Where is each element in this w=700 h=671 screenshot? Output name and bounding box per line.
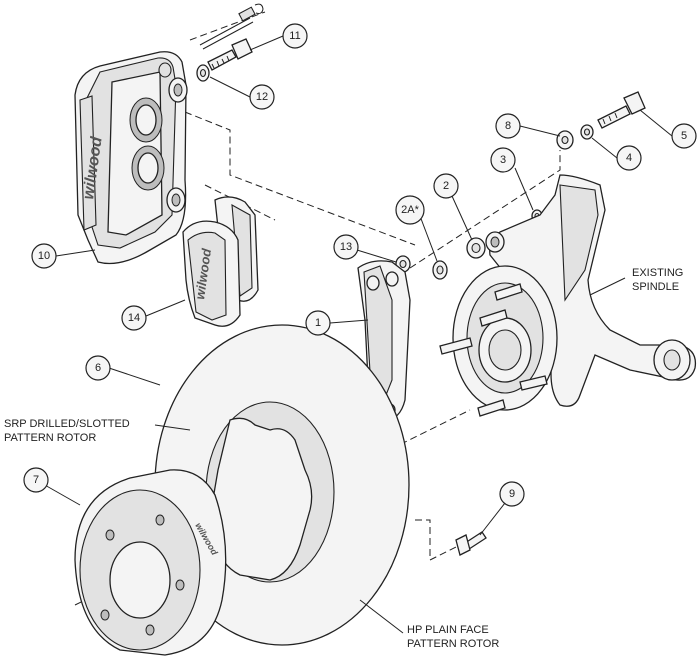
- brake-pads: wilwood: [182, 196, 259, 327]
- leader-12: [209, 76, 251, 98]
- washer-4: [580, 124, 594, 140]
- rotor-hat: wilwood: [74, 469, 227, 656]
- spacer-2: [466, 237, 486, 259]
- leader-8: [519, 125, 561, 137]
- spacer-2a: [432, 260, 448, 280]
- label-hp-rotor: HP PLAIN FACE PATTERN ROTOR: [407, 624, 499, 650]
- svg-text:12: 12: [256, 91, 268, 103]
- leader-10: [55, 249, 96, 257]
- bolt-axis-line: [409, 150, 561, 269]
- label-existing-spindle: EXISTING SPINDLE: [632, 267, 683, 293]
- svg-text:2: 2: [443, 180, 449, 192]
- callout-2a: 2A*: [395, 195, 425, 225]
- leader-2a: [419, 215, 438, 262]
- caliper-mount-axis-line: [184, 111, 416, 246]
- svg-text:5: 5: [681, 130, 687, 142]
- svg-text:SRP DRILLED/SLOTTED: SRP DRILLED/SLOTTED: [4, 418, 130, 430]
- leader-2: [451, 195, 473, 241]
- callout-11: 11: [282, 23, 308, 49]
- svg-text:7: 7: [33, 474, 39, 486]
- svg-text:1: 1: [315, 317, 321, 329]
- svg-text:9: 9: [509, 488, 515, 500]
- existing-spindle: [485, 174, 697, 407]
- svg-text:EXISTING: EXISTING: [632, 267, 683, 279]
- leader-5: [639, 109, 673, 137]
- callout-3: 3: [490, 147, 516, 173]
- caliper: wilwood: [74, 51, 188, 265]
- bolt-5: [597, 91, 646, 129]
- leader-4: [591, 137, 618, 159]
- svg-text:11: 11: [289, 30, 300, 42]
- caliper-washer: [196, 64, 210, 82]
- svg-text:PATTERN ROTOR: PATTERN ROTOR: [4, 432, 96, 444]
- svg-text:4: 4: [626, 152, 632, 164]
- svg-text:HP PLAIN FACE: HP PLAIN FACE: [407, 624, 489, 636]
- svg-text:SPINDLE: SPINDLE: [632, 281, 679, 293]
- svg-text:13: 13: [340, 241, 352, 253]
- callout-6: 6: [85, 355, 111, 381]
- callout-2: 2: [433, 173, 459, 199]
- callout-5: 5: [671, 123, 697, 149]
- rotor-bolt-axis-line: [415, 519, 461, 561]
- svg-text:6: 6: [95, 362, 101, 374]
- svg-text:14: 14: [128, 312, 140, 324]
- caliper-bolt: [207, 38, 253, 71]
- callout-8: 8: [495, 113, 521, 139]
- svg-text:2A*: 2A*: [401, 204, 419, 216]
- callout-13: 13: [333, 234, 359, 260]
- svg-text:10: 10: [38, 250, 50, 262]
- svg-text:3: 3: [500, 154, 506, 166]
- svg-text:PATTERN ROTOR: PATTERN ROTOR: [407, 638, 499, 650]
- leader-11: [249, 35, 284, 51]
- callout-14: 14: [121, 305, 147, 331]
- leader-6: [108, 367, 161, 386]
- pad-logo: wilwood: [192, 247, 214, 301]
- leader-3: [514, 167, 534, 211]
- rotor-bolt: [455, 531, 487, 556]
- caliper-pin: [199, 3, 264, 50]
- callout-4: 4: [616, 145, 642, 171]
- leader-13: [356, 249, 397, 263]
- svg-text:8: 8: [505, 120, 511, 132]
- leader-spindle: [589, 277, 626, 296]
- callout-12: 12: [249, 84, 275, 110]
- callout-1: 1: [305, 310, 331, 336]
- wheel-hub: [439, 265, 558, 417]
- callout-9: 9: [499, 481, 525, 507]
- leader-hp: [359, 599, 404, 634]
- label-srp-rotor: SRP DRILLED/SLOTTED PATTERN ROTOR: [4, 418, 130, 444]
- leader-1: [329, 319, 369, 324]
- leader-14: [145, 299, 186, 317]
- washer-8: [556, 130, 574, 150]
- pin-axis-line: [189, 11, 266, 41]
- callout-10: 10: [31, 243, 57, 269]
- leader-srp: [154, 424, 191, 431]
- callout-7: 7: [23, 467, 49, 493]
